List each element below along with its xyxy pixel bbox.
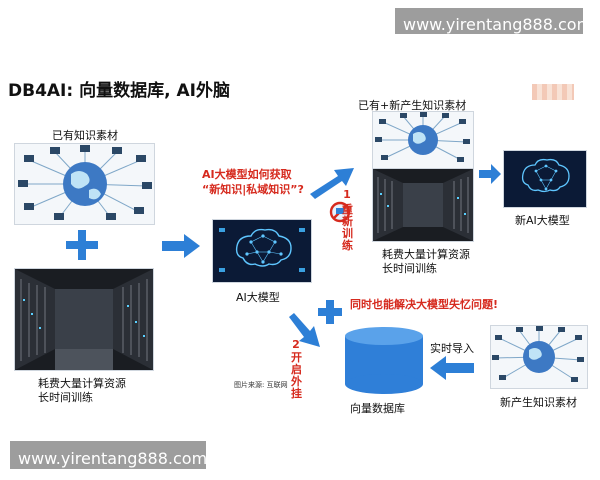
plugin-number: 2 [292, 338, 300, 351]
arrow-down-right-icon [286, 311, 322, 349]
plugin-text: 开 启 外 挂 [291, 351, 302, 400]
watermark-top: www.yirentang888.com [395, 8, 592, 34]
datacenter-image-2 [372, 168, 474, 242]
label-existing-material: 已有知识素材 [52, 129, 118, 142]
retrain-number: 1 [343, 188, 351, 201]
diagram-title: DB4AI: 向量数据库, AI外脑 [8, 81, 230, 101]
label-compute-line2: 长时间训练 [38, 391, 93, 404]
label-compute2-line1: 耗费大量计算资源 [382, 248, 470, 261]
question-line1: AI大模型如何获取 [202, 168, 292, 181]
watermark-bottom: www.yirentang888.com [10, 441, 207, 469]
ai-model-brain-image [212, 219, 312, 283]
label-compute2-line2: 长时间训练 [382, 262, 437, 275]
retrain-char: 训 [342, 227, 353, 240]
blurred-stamp [532, 84, 574, 100]
retrain-text: 重 新 训 练 [342, 203, 353, 252]
network-globe-icon [492, 326, 584, 382]
plugin-char: 外 [291, 375, 302, 388]
memory-loss-note: 同时也能解决大模型失忆问题! [350, 298, 499, 311]
question-line2: “新知识|私域知识”? [202, 183, 304, 196]
label-vector-db: 向量数据库 [350, 402, 405, 415]
no-entry-icon [329, 201, 351, 223]
knowledge-network-image [14, 143, 155, 225]
server-racks-icon [373, 169, 473, 241]
plus-icon [62, 230, 102, 260]
server-racks-icon [15, 269, 153, 370]
knowledge-network-image-2 [372, 111, 474, 169]
new-knowledge-network-image [490, 325, 588, 389]
retrain-char: 新 [342, 215, 353, 228]
label-ai-model: AI大模型 [236, 291, 280, 304]
network-globe-icon [18, 145, 152, 220]
arrow-up-right-icon [306, 164, 356, 200]
retrain-char: 练 [342, 239, 353, 252]
brain-icon [213, 220, 311, 282]
plugin-char: 挂 [291, 387, 302, 400]
new-ai-model-brain-image [503, 150, 587, 208]
brain-icon [504, 151, 586, 207]
label-realtime-import: 实时导入 [430, 342, 474, 355]
network-globe-icon [375, 112, 470, 162]
arrow-right-icon-2 [478, 163, 502, 185]
label-new-ai-model: 新AI大模型 [515, 214, 570, 227]
label-compute-line1: 耗费大量计算资源 [38, 377, 126, 390]
retrain-char: 重 [342, 203, 353, 216]
image-source-note: 图片来源: 互联网 [234, 381, 288, 389]
arrow-left-icon [428, 355, 476, 381]
vector-database-icon [342, 326, 426, 396]
arrow-right-icon [160, 232, 202, 260]
plugin-char: 启 [291, 363, 302, 376]
label-existing-new-material: 已有+新产生知识素材 [358, 99, 467, 112]
label-new-material: 新产生知识素材 [500, 396, 577, 409]
datacenter-image [14, 268, 154, 371]
plugin-char: 开 [291, 351, 302, 364]
plus-icon-2 [316, 298, 344, 326]
